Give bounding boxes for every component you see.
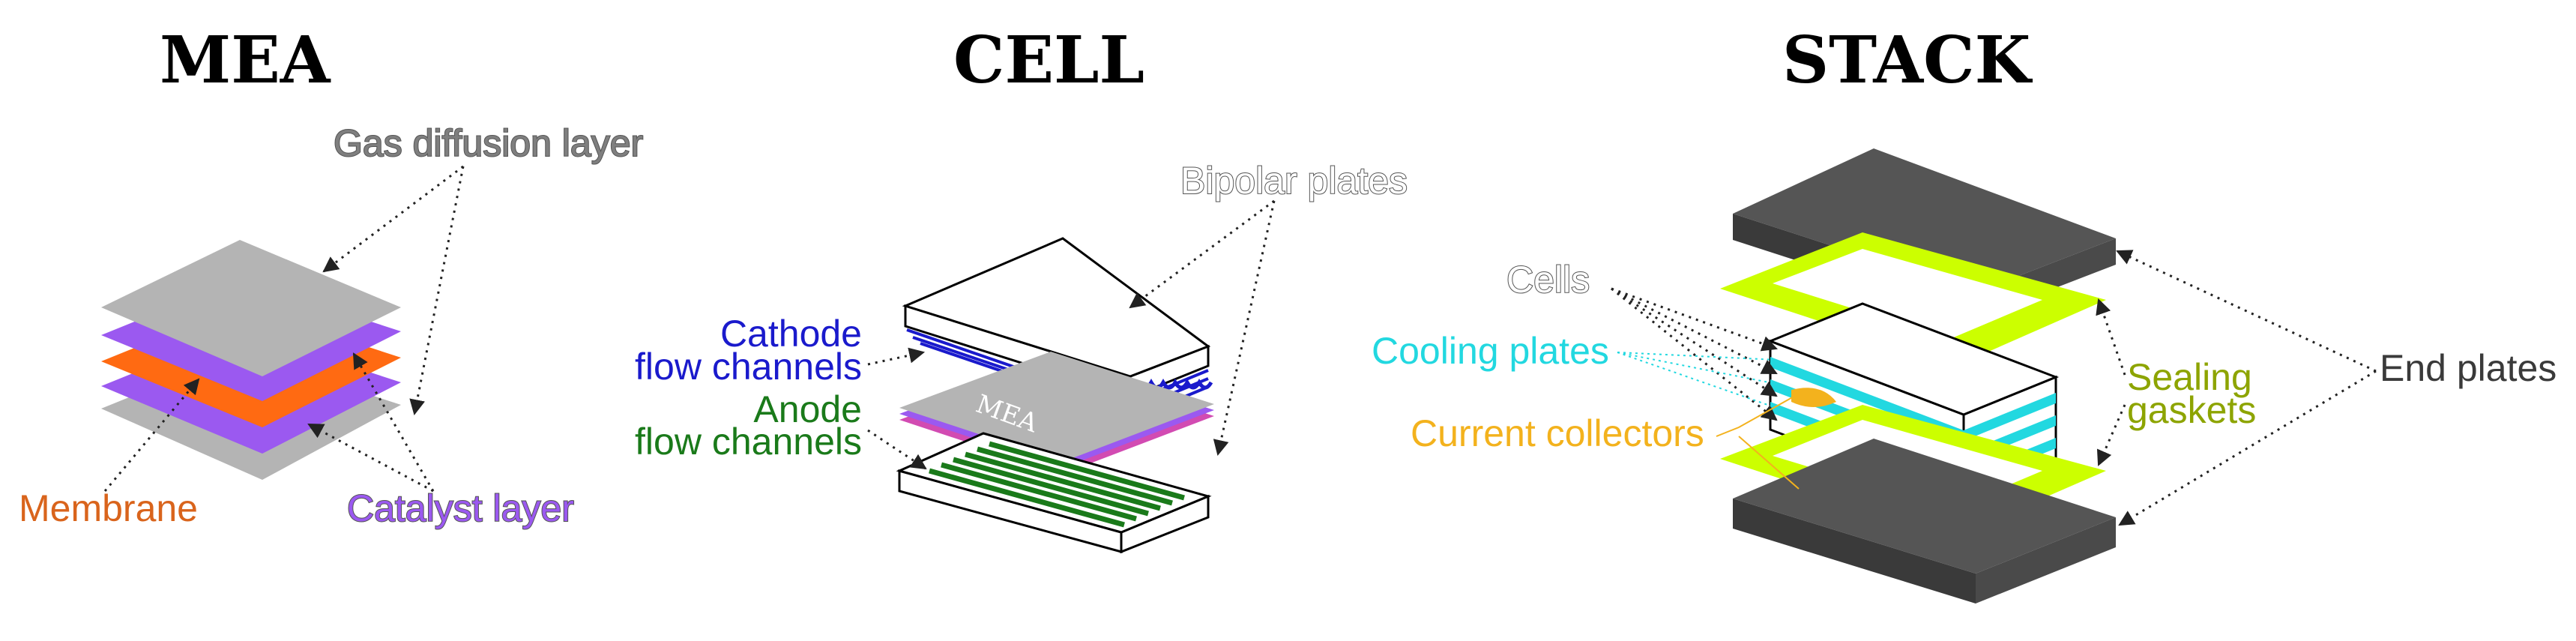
cell-mea-top <box>899 352 1214 462</box>
title-stack: STACK <box>1782 22 2033 98</box>
label-cells: Cells <box>1506 259 1590 301</box>
label-cathode-line1: Cathode <box>720 313 862 355</box>
label-sealing-line2: gaskets <box>2127 389 2256 431</box>
cell-top-plate-face <box>902 237 1211 378</box>
mea-leader-lines <box>103 165 465 493</box>
stack-bottom-end-plate <box>1733 439 2116 604</box>
mea-gdl-top <box>101 240 401 376</box>
mea-layer-stack <box>101 240 401 480</box>
label-bipolar-plates: Bipolar plates <box>1180 160 1408 202</box>
label-catalyst-layer: Catalyst layer <box>347 487 574 529</box>
stack-collector-top <box>1791 388 1836 407</box>
label-cathode-line2: flow channels <box>635 346 862 388</box>
label-anode-line2: flow channels <box>635 421 862 463</box>
label-end-plates: End plates <box>2380 347 2557 389</box>
cell-leader-lines <box>867 199 1276 470</box>
stack-top-gasket <box>1720 232 2106 366</box>
label-sealing-line1: Sealing <box>2127 356 2252 398</box>
label-cooling-plates: Cooling plates <box>1372 330 1609 372</box>
stack-leader-lines <box>1611 250 2377 526</box>
title-cell: CELL <box>953 22 1144 98</box>
cell-bottom-bipolar-plate <box>896 432 1212 554</box>
cell-mea-sheet: MEA <box>899 352 1214 474</box>
label-current-collectors: Current collectors <box>1411 412 1704 454</box>
label-anode-line1: Anode <box>753 388 862 430</box>
title-mea: MEA <box>160 22 331 98</box>
stack-assembly <box>1720 148 2116 604</box>
cell-anode-channels <box>929 441 1185 528</box>
label-membrane: Membrane <box>19 487 198 529</box>
label-gas-diffusion-layer: Gas diffusion layer <box>334 122 643 164</box>
